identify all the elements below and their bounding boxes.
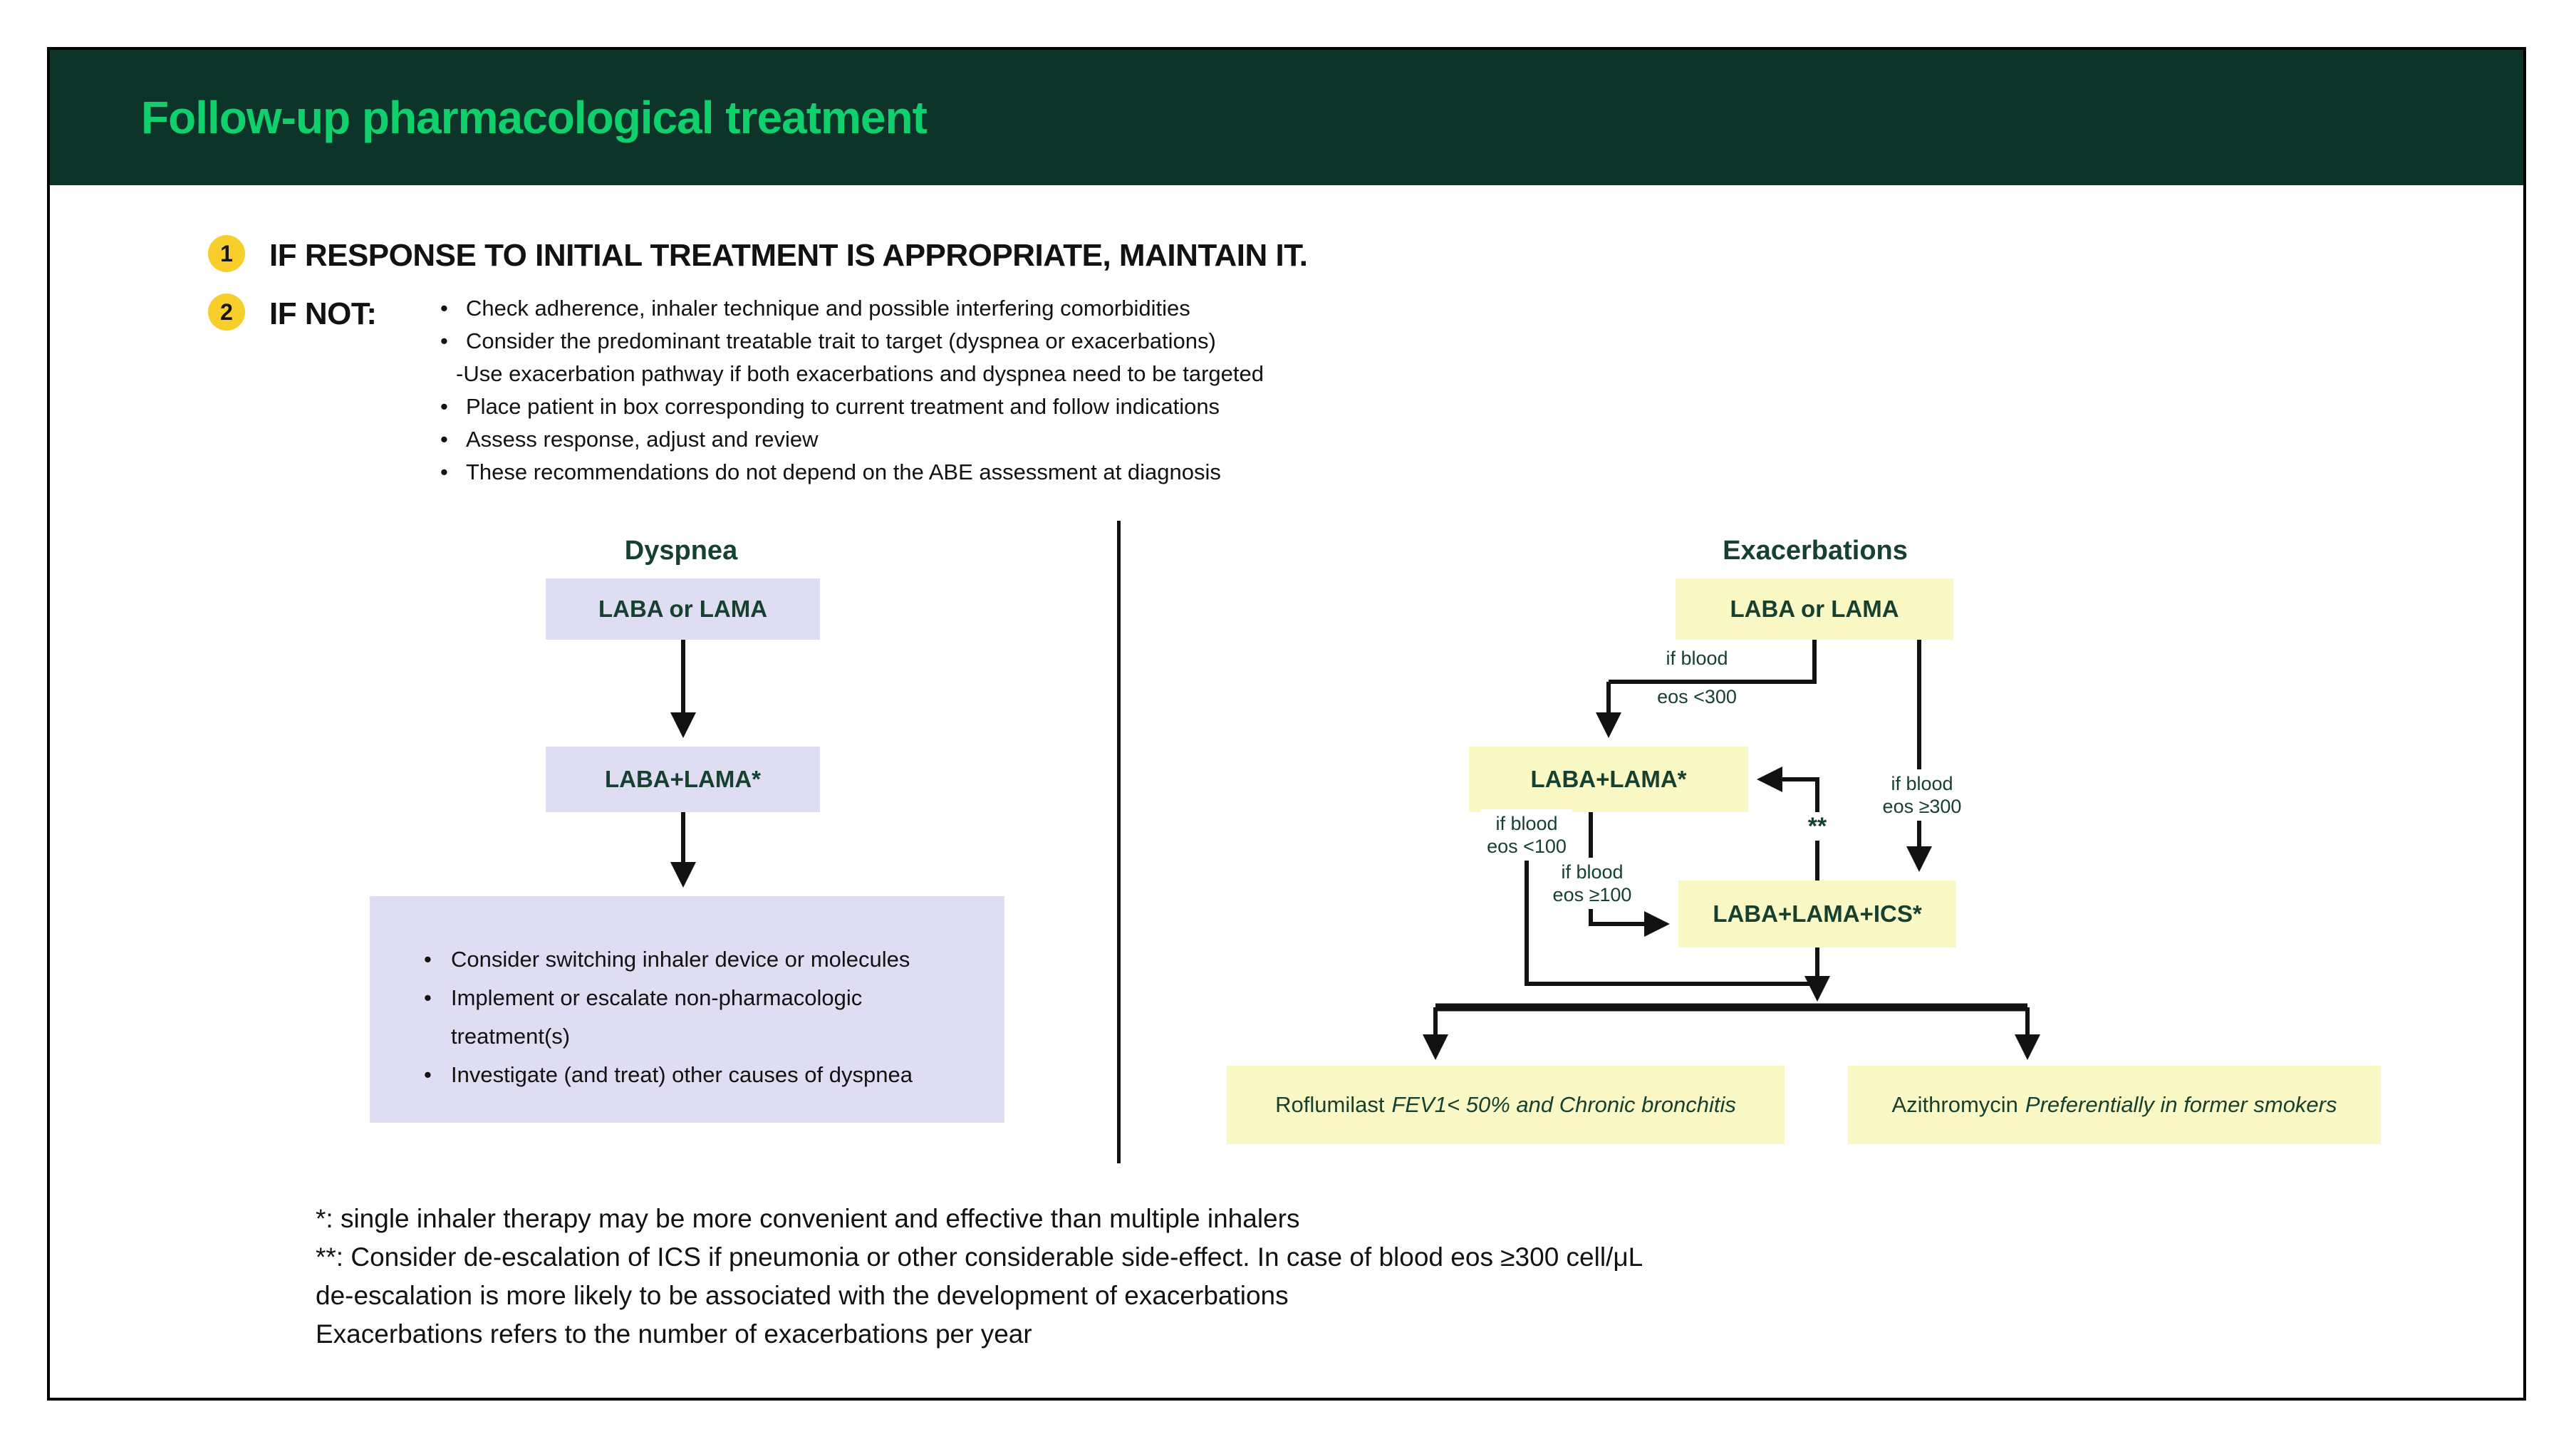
label-line: if blood bbox=[1891, 773, 1953, 794]
flow-box-dyspnea-outcome: Consider switching inhaler device or mol… bbox=[370, 896, 1004, 1123]
drug-condition: FEV1< 50% and Chronic bronchitis bbox=[1391, 1092, 1736, 1117]
flow-box-exac-laba-lama-ics: LABA+LAMA+ICS* bbox=[1678, 881, 1956, 947]
bullet-dot: • bbox=[440, 459, 448, 484]
label-line: if blood bbox=[1561, 861, 1624, 883]
label-eos-ge100: if blood eos ≥100 bbox=[1547, 858, 1638, 909]
column-divider-line bbox=[1117, 521, 1121, 1163]
step-1-heading: IF RESPONSE TO INITIAL TREATMENT IS APPR… bbox=[269, 238, 1308, 273]
label-line: if blood bbox=[1495, 813, 1558, 834]
label-eos-ge300: if blood eos ≥300 bbox=[1876, 769, 1968, 821]
list-item-text: Check adherence, inhaler technique and p… bbox=[466, 296, 1190, 321]
list-item-text: -Use exacerbation pathway if both exacer… bbox=[456, 361, 1264, 386]
footnote-line: Exacerbations refers to the number of ex… bbox=[316, 1319, 1032, 1349]
step-2-heading: IF NOT: bbox=[269, 296, 377, 331]
label-eos-lt100: if blood eos <100 bbox=[1481, 809, 1572, 861]
label-double-star: ** bbox=[1802, 812, 1833, 841]
footnote-line: **: Consider de-escalation of ICS if pne… bbox=[316, 1242, 1643, 1272]
bullet-dot: • bbox=[440, 394, 448, 419]
footnotes: *: single inhaler therapy may be more co… bbox=[316, 1200, 1643, 1354]
flow-box-exac-laba-lama: LABA+LAMA* bbox=[1469, 747, 1748, 812]
flow-box-exac-laba-or-lama: LABA or LAMA bbox=[1676, 578, 1953, 640]
list-item-text: Place patient in box corresponding to cu… bbox=[466, 394, 1220, 419]
list-item: • Assess response, adjust and review bbox=[440, 423, 1264, 456]
list-item-text: Assess response, adjust and review bbox=[466, 427, 819, 452]
step-2-number: 2 bbox=[220, 298, 233, 325]
dyspnea-outcome-list: Consider switching inhaler device or mol… bbox=[370, 896, 1004, 1094]
label-eos-lt300-line2: eos <300 bbox=[1657, 686, 1737, 707]
list-item-text: These recommendations do not depend on t… bbox=[466, 459, 1221, 484]
bullet-dot: • bbox=[440, 296, 448, 321]
step-1-number: 1 bbox=[220, 240, 233, 266]
list-item: • Check adherence, inhaler technique and … bbox=[440, 292, 1264, 325]
page-title: Follow-up pharmacological treatment bbox=[141, 92, 928, 143]
header-bar: Follow-up pharmacological treatment bbox=[50, 50, 2523, 185]
list-item: Consider switching inhaler device or mol… bbox=[424, 940, 976, 979]
flow-box-dyspnea-laba-lama: LABA+LAMA* bbox=[546, 747, 820, 812]
label-line: eos ≥100 bbox=[1552, 884, 1632, 905]
outcome-box-azithromycin: Azithromycin Preferentially in former sm… bbox=[1848, 1066, 2381, 1144]
step-1-badge: 1 bbox=[208, 235, 245, 272]
list-item-text: Consider the predominant treatable trait… bbox=[466, 328, 1216, 353]
column-heading-exacerbations: Exacerbations bbox=[1723, 536, 1908, 566]
list-item: • Consider the predominant treatable trai… bbox=[440, 325, 1264, 358]
footnote-line: *: single inhaler therapy may be more co… bbox=[316, 1204, 1300, 1233]
drug-condition: Preferentially in former smokers bbox=[2025, 1092, 2337, 1117]
slide-frame bbox=[47, 47, 2526, 1401]
flow-box-dyspnea-laba-or-lama: LABA or LAMA bbox=[546, 578, 820, 640]
label-line: eos ≥300 bbox=[1882, 796, 1962, 817]
list-item-sub: -Use exacerbation pathway if both exacer… bbox=[440, 358, 1264, 390]
drug-name: Azithromycin bbox=[1891, 1092, 2018, 1117]
label-eos-lt300-line1: if blood bbox=[1666, 648, 1728, 669]
list-item: • These recommendations do not depend on … bbox=[440, 456, 1264, 489]
label-line: eos <100 bbox=[1487, 836, 1567, 857]
drug-name: Roflumilast bbox=[1275, 1092, 1385, 1117]
step-2-badge: 2 bbox=[208, 294, 245, 331]
column-heading-dyspnea: Dyspnea bbox=[624, 536, 738, 566]
footnote-line: de-escalation is more likely to be assoc… bbox=[316, 1281, 1289, 1310]
step-2-bullet-list: • Check adherence, inhaler technique and … bbox=[440, 292, 1264, 489]
list-item: • Place patient in box corresponding to c… bbox=[440, 390, 1264, 423]
bullet-dot: • bbox=[440, 328, 448, 353]
list-item: Investigate (and treat) other causes of … bbox=[424, 1056, 976, 1094]
outcome-box-roflumilast: Roflumilast FEV1< 50% and Chronic bronch… bbox=[1227, 1066, 1785, 1144]
bullet-dot: • bbox=[440, 427, 448, 452]
list-item: Implement or escalate non-pharmacologic … bbox=[424, 979, 976, 1056]
